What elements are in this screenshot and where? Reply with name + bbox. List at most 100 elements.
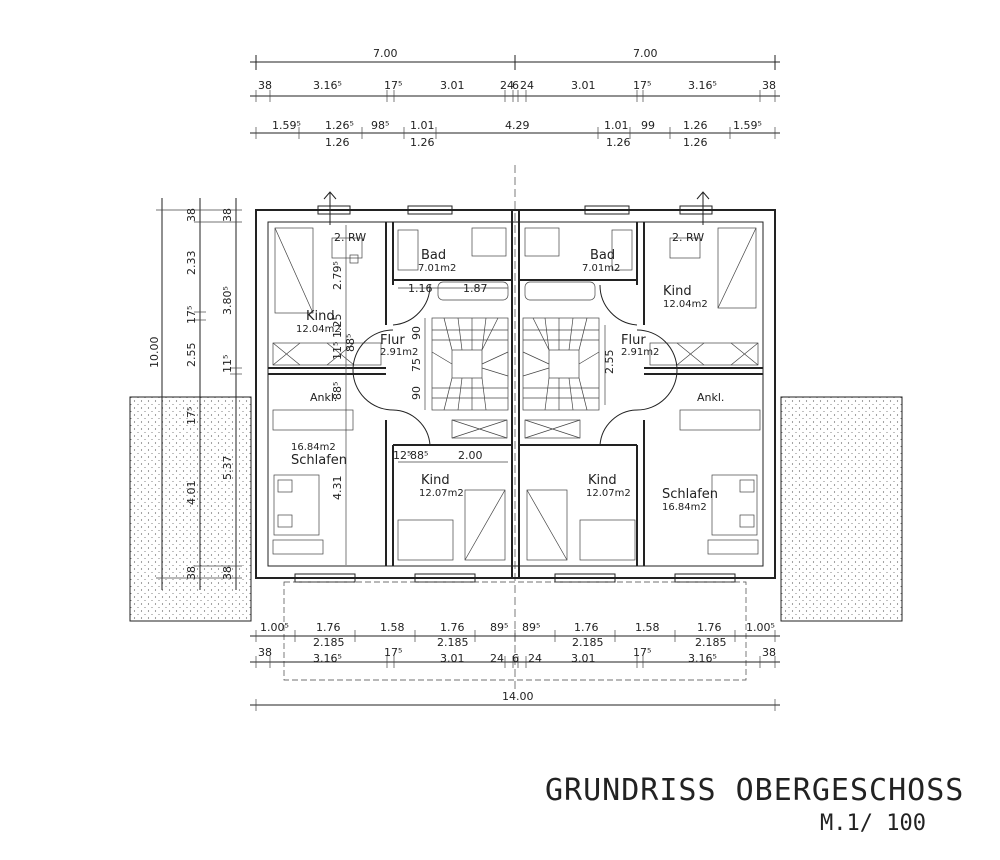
left-dim-total: 10.00	[148, 337, 161, 369]
int-dim-7: 1.25	[331, 314, 344, 339]
bot-dim-r2-1: 3.16⁵	[313, 652, 342, 665]
room-left-kind-top: Kind	[306, 309, 335, 324]
left-dimensions: 10.00 38 2.33 17⁵ 2.55 17⁵ 4.01 38 38 3.…	[148, 198, 242, 590]
top-dim-r2-5: 6	[512, 79, 519, 92]
room-left-ankl: Ankl.	[310, 391, 337, 404]
left-dim-c2-1: 2.33	[185, 251, 198, 276]
left-dim-c2-3: 2.55	[185, 343, 198, 368]
top-dim-r3-3: 1.01	[410, 119, 435, 132]
bot-dim-r1-8: 1.76	[697, 621, 722, 634]
left-dim-c2-2: 17⁵	[185, 306, 198, 324]
top-dim-r2-1: 3.16⁵	[313, 79, 342, 92]
room-left-flur-area: 2.91m2	[380, 347, 418, 358]
room-right-bad-area: 7.01m2	[582, 263, 620, 274]
int-dim-9: 88⁵	[331, 382, 344, 400]
balcony-outline	[283, 581, 747, 681]
room-right-bad: Bad	[590, 248, 615, 263]
door-arc-right	[599, 409, 638, 446]
top-dim-r3-8: 1.59⁵	[733, 119, 762, 132]
int-dim-8: 88⁵	[344, 334, 357, 352]
int-dim-4: 75	[410, 358, 423, 372]
room-right-kind-top: Kind	[663, 284, 692, 299]
room-left-kind-bottom-area: 12.07m2	[419, 488, 464, 499]
top-dim-r2-9: 3.16⁵	[688, 79, 717, 92]
int-dim-1: 1.16	[408, 282, 433, 295]
top-dim-r2-10: 38	[762, 79, 776, 92]
bot-dim-r1-4: 89⁵	[490, 621, 508, 634]
door-arc-left	[392, 409, 431, 446]
right-furniture	[524, 227, 761, 561]
room-right-flur: Flur	[621, 333, 646, 348]
bot-dim-r2-6: 24	[528, 652, 542, 665]
interior-dimensions: 2.79⁵ 1.16 1.87 90 75 90 11⁵ 1.25 88⁵ 88…	[331, 225, 616, 565]
top-dim-r2-8: 17⁵	[633, 79, 651, 92]
door-arc-right-top	[599, 284, 638, 326]
top-dim-r2-2: 17⁵	[384, 79, 402, 92]
bot-dim-sub-2: 2.185	[572, 636, 604, 649]
door-arc-left-top	[392, 284, 431, 326]
bot-dim-r2-4: 24	[490, 652, 504, 665]
room-left-schlafen-area: 16.84m2	[291, 442, 336, 453]
top-dim-r3-7: 1.26	[683, 119, 708, 132]
top-dim-r3-6: 99	[641, 119, 655, 132]
top-dim-total-left: 7.00	[373, 47, 398, 60]
top-dim-r3-4: 4.29	[505, 119, 530, 132]
bot-dim-r1-9: 1.00⁵	[746, 621, 775, 634]
top-dim-r3-sub-3: 1.26	[683, 136, 708, 149]
int-dim-11: 88⁵	[410, 449, 428, 462]
left-dim-c3-1: 3.80⁵	[221, 286, 234, 315]
int-dim-12: 2.00	[458, 449, 483, 462]
room-right-kind-bottom: Kind	[588, 473, 617, 488]
int-dim-14: 2.55	[603, 350, 616, 375]
stair-right	[522, 317, 600, 411]
left-dim-c3-4: 38	[221, 566, 234, 580]
top-dim-r3-1: 1.26⁵	[325, 119, 354, 132]
rooms-left: Kind 12.04m2 Bad 7.01m2 Flur 2.91m2 Ankl…	[291, 231, 464, 499]
bot-dim-r2-5: 6	[512, 652, 519, 665]
bot-dim-total: 14.00	[502, 690, 534, 703]
room-left-schlafen: Schlafen	[291, 453, 347, 468]
bot-dim-r1-0: 1.00⁵	[260, 621, 289, 634]
bot-dim-r2-0: 38	[258, 646, 272, 659]
int-dim-5: 90	[410, 386, 423, 400]
bot-dim-sub-0: 2.185	[313, 636, 345, 649]
top-dim-r3-0: 1.59⁵	[272, 119, 301, 132]
bot-dim-r2-7: 3.01	[571, 652, 596, 665]
top-dimensions: 7.00 7.00 38 3.16⁵ 17⁵ 3.01 24 6 24 3.01…	[250, 47, 780, 149]
room-left-bad-area: 7.01m2	[418, 263, 456, 274]
bot-dim-r1-7: 1.58	[635, 621, 660, 634]
bot-dim-r2-3: 3.01	[440, 652, 465, 665]
bot-dim-r2-9: 3.16⁵	[688, 652, 717, 665]
bot-dim-sub-1: 2.185	[437, 636, 469, 649]
top-dim-r3-sub-0: 1.26	[325, 136, 350, 149]
room-left-flur: Flur	[380, 333, 405, 348]
rooms-right: Bad 7.01m2 Kind 12.04m2 Flur 2.91m2 Ankl…	[582, 231, 724, 513]
room-right-kind-top-area: 12.04m2	[663, 299, 708, 310]
stair-left	[431, 317, 509, 411]
top-dim-r2-4: 24	[500, 79, 514, 92]
top-dim-r3-sub-1: 1.26	[410, 136, 435, 149]
top-dim-total-right: 7.00	[633, 47, 658, 60]
room-right-schlafen-area: 16.84m2	[662, 502, 707, 513]
terrace-left	[129, 396, 252, 622]
left-dim-c2-0: 38	[185, 208, 198, 222]
int-dim-13: 4.31	[331, 476, 344, 501]
int-dim-0: 2.79⁵	[331, 261, 344, 290]
bot-dim-r1-2: 1.58	[380, 621, 405, 634]
room-right-kind-bottom-area: 12.07m2	[586, 488, 631, 499]
left-dim-c3-2: 11⁵	[221, 355, 234, 373]
left-furniture	[272, 227, 509, 561]
bot-dim-r2-8: 17⁵	[633, 646, 651, 659]
flur-arc-left	[352, 329, 394, 411]
top-dim-r3-5: 1.01	[604, 119, 629, 132]
top-dim-r2-7: 3.01	[571, 79, 596, 92]
room-left-bad: Bad	[421, 248, 446, 263]
room-right-schlafen: Schlafen	[662, 487, 718, 502]
int-dim-2: 1.87	[463, 282, 488, 295]
bot-dim-r1-5: 89⁵	[522, 621, 540, 634]
bot-dim-r1-1: 1.76	[316, 621, 341, 634]
terrace-right	[780, 396, 903, 622]
top-dim-r3-2: 98⁵	[371, 119, 389, 132]
drawing-title: GRUNDRISS OBERGESCHOSS	[545, 773, 964, 808]
